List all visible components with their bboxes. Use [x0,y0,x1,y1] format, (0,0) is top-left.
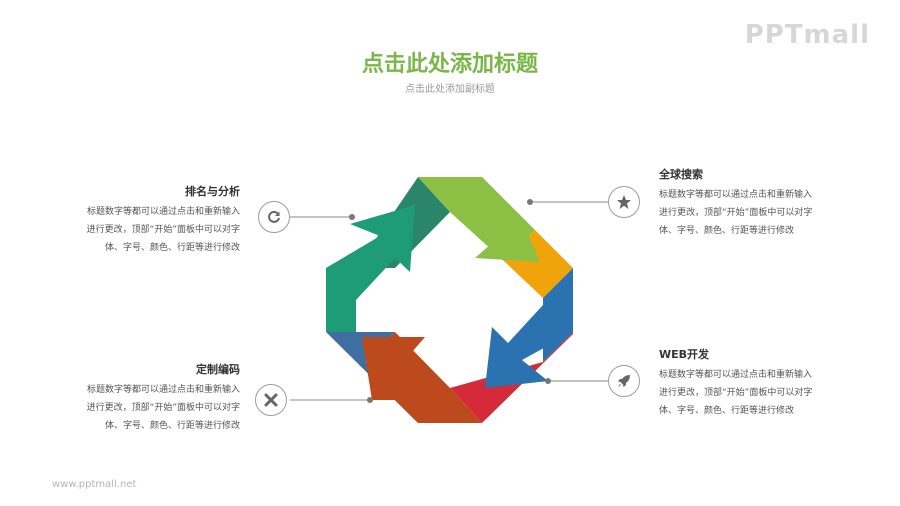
item-global-search: 全球搜索 标题数字等都可以通过点击和重新输入 进行更改，顶部“开始”面板中可以对… [659,166,859,240]
arrowhead-green [450,177,540,262]
star-icon[interactable] [608,186,640,218]
item-description[interactable]: 标题数字等都可以通过点击和重新输入 进行更改，顶部“开始”面板中可以对字 体、字… [86,385,240,431]
arrowhead-teal [326,205,415,300]
item-description[interactable]: 标题数字等都可以通过点击和重新输入 进行更改，顶部“开始”面板中可以对字 体、字… [86,207,240,253]
item-description[interactable]: 标题数字等都可以通过点击和重新输入 进行更改，顶部“开始”面板中可以对字 体、字… [659,370,813,416]
item-web-development: WEB开发 标题数字等都可以通过点击和重新输入 进行更改，顶部“开始”面板中可以… [659,346,859,420]
close-icon[interactable] [255,384,287,416]
item-heading[interactable]: WEB开发 [659,348,710,361]
footer-url: www.pptmall.net [52,479,137,490]
connector-dot-1 [349,214,355,220]
arrowhead-brown [362,337,470,423]
item-description[interactable]: 标题数字等都可以通过点击和重新输入 进行更改，顶部“开始”面板中可以对字 体、字… [659,190,813,236]
refresh-icon[interactable] [258,201,290,233]
item-heading[interactable]: 全球搜索 [659,168,703,181]
connector-dot-3 [527,199,533,205]
connector-dot-4 [545,378,551,384]
connector-dot-2 [367,397,373,403]
arrowhead-blue [485,305,573,388]
page-title[interactable]: 点击此处添加标题 [361,52,538,77]
page-subtitle[interactable]: 点击此处添加副标题 [405,84,495,95]
brand-logo: PPTmall [744,20,870,50]
item-custom-coding: 定制编码 标题数字等都可以通过点击和重新输入 进行更改，顶部“开始”面板中可以对… [40,361,240,435]
rocket-icon[interactable] [608,365,640,397]
item-ranking-analysis: 排名与分析 标题数字等都可以通过点击和重新输入 进行更改，顶部“开始”面板中可以… [40,183,240,257]
item-heading[interactable]: 定制编码 [196,363,240,376]
item-heading[interactable]: 排名与分析 [185,185,240,198]
